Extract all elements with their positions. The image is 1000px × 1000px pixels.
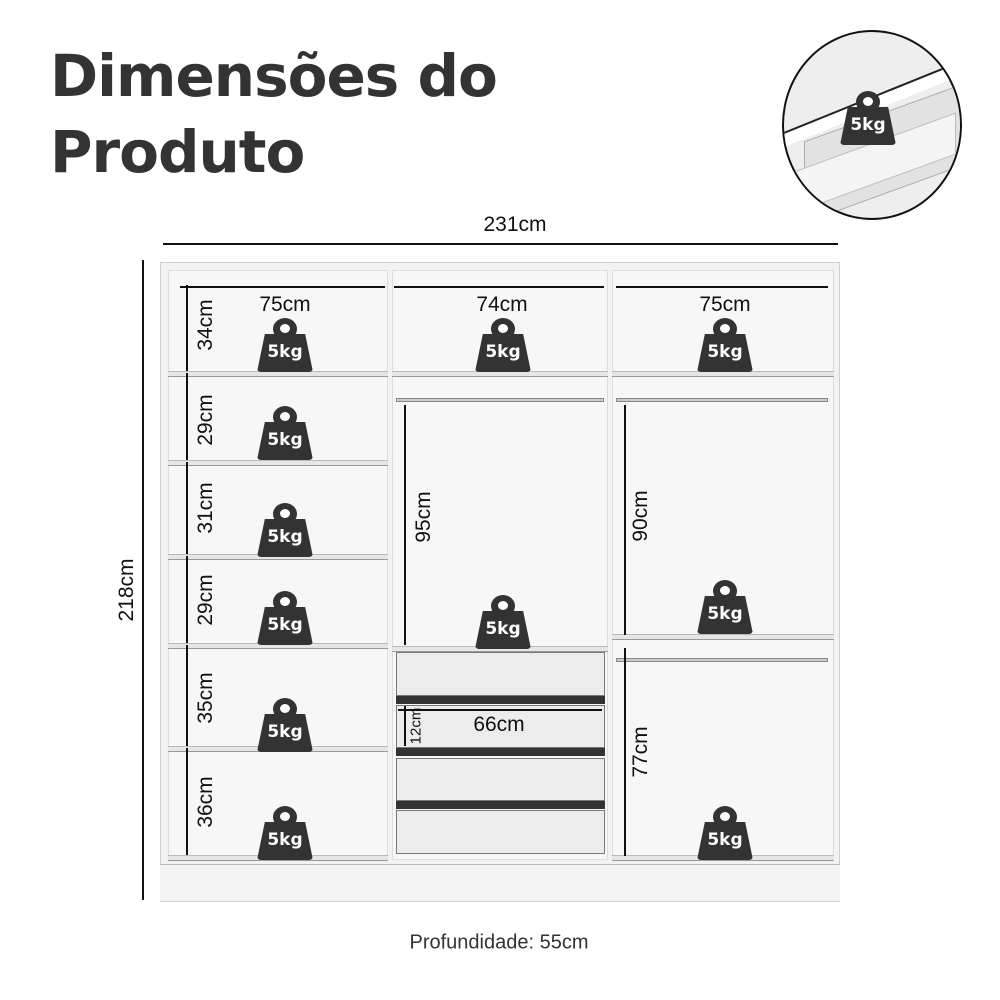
height-dimension-line xyxy=(142,260,144,900)
weight-label: 5kg xyxy=(267,722,303,742)
drawer xyxy=(396,652,605,696)
weight-label: 5kg xyxy=(707,830,743,850)
weight-label: 5kg xyxy=(850,115,886,135)
shelf xyxy=(612,634,834,640)
shelf-height-line xyxy=(186,373,188,460)
shelf-height-line xyxy=(186,645,188,746)
hanging-rod xyxy=(616,398,828,402)
shelf-height-line xyxy=(186,462,188,554)
weight-5kg-icon: 5kg xyxy=(257,318,313,372)
right-lower-hanging-height-label: 77cm xyxy=(629,726,652,778)
hanging-height-line xyxy=(624,648,626,856)
title-line-2: Produto xyxy=(50,118,305,186)
weight-label: 5kg xyxy=(267,615,303,635)
shelf-height-label: 36cm xyxy=(194,776,217,828)
weight-body xyxy=(840,107,896,145)
shelf-height-label: 31cm xyxy=(194,482,217,534)
total-height-label: 218cm xyxy=(115,558,138,622)
column-width-line xyxy=(180,286,385,288)
weight-body xyxy=(697,822,753,860)
title-line-1: Dimensões do xyxy=(50,42,498,110)
shelf-height-label: 34cm xyxy=(194,299,217,351)
hanging-rod xyxy=(616,658,828,662)
weight-5kg-icon: 5kg xyxy=(475,318,531,372)
shelf xyxy=(168,460,388,466)
weight-5kg-icon: 5kg xyxy=(697,806,753,860)
weight-body xyxy=(257,607,313,645)
weight-label: 5kg xyxy=(267,830,303,850)
weight-label: 5kg xyxy=(707,604,743,624)
drawer-gap xyxy=(396,801,605,809)
drawer-height-line xyxy=(404,706,406,746)
weight-body xyxy=(697,596,753,634)
hanging-rod xyxy=(396,398,604,402)
weight-body xyxy=(697,334,753,372)
shelf-height-label: 29cm xyxy=(194,574,217,626)
weight-5kg-icon: 5kg xyxy=(475,595,531,649)
wardrobe-base xyxy=(160,864,840,901)
weight-label: 5kg xyxy=(267,342,303,362)
total-width-label: 231cm xyxy=(483,213,547,236)
weight-5kg-icon: 5kg xyxy=(257,503,313,557)
hanging-height-line xyxy=(624,405,626,635)
column-width-label: 74cm xyxy=(476,293,528,316)
shelf-height-line xyxy=(186,285,188,371)
drawer-gap xyxy=(396,748,605,756)
weight-body xyxy=(475,334,531,372)
weight-5kg-icon: 5kg xyxy=(257,698,313,752)
hanging-height-line xyxy=(404,405,406,645)
shelf-height-label: 35cm xyxy=(194,672,217,724)
weight-5kg-icon: 5kg xyxy=(257,406,313,460)
drawer xyxy=(396,810,605,854)
weight-body xyxy=(257,334,313,372)
column-width-line xyxy=(394,286,604,288)
column-width-line xyxy=(616,286,828,288)
column-width-label: 75cm xyxy=(699,293,751,316)
page-title: Dimensões do Produto xyxy=(50,38,498,190)
drawer-width-line xyxy=(398,709,602,711)
weight-label: 5kg xyxy=(485,342,521,362)
shelf-height-label: 29cm xyxy=(194,394,217,446)
weight-label: 5kg xyxy=(485,619,521,639)
shelf-height-line xyxy=(186,556,188,643)
shelf-height-line xyxy=(186,748,188,855)
weight-label: 5kg xyxy=(707,342,743,362)
drawer xyxy=(396,758,605,801)
weight-5kg-icon: 5kg xyxy=(697,580,753,634)
weight-5kg-icon: 5kg xyxy=(840,91,896,145)
middle-hanging-height-label: 95cm xyxy=(412,491,435,543)
weight-label: 5kg xyxy=(267,430,303,450)
weight-body xyxy=(257,422,313,460)
weight-5kg-icon: 5kg xyxy=(697,318,753,372)
drawer xyxy=(396,705,605,748)
drawer-width-label: 66cm xyxy=(473,713,525,736)
drawer-height-label: 12cm xyxy=(407,707,425,745)
column-width-label: 75cm xyxy=(259,293,311,316)
weight-body xyxy=(257,822,313,860)
right-upper-hanging-height-label: 90cm xyxy=(629,490,652,542)
width-dimension-line xyxy=(163,243,838,245)
weight-label: 5kg xyxy=(267,527,303,547)
weight-5kg-icon: 5kg xyxy=(257,806,313,860)
depth-label: Profundidade: 55cm xyxy=(409,931,589,954)
weight-body xyxy=(257,519,313,557)
weight-5kg-icon: 5kg xyxy=(257,591,313,645)
drawer-gap xyxy=(396,696,605,704)
weight-body xyxy=(257,714,313,752)
weight-body xyxy=(475,611,531,649)
